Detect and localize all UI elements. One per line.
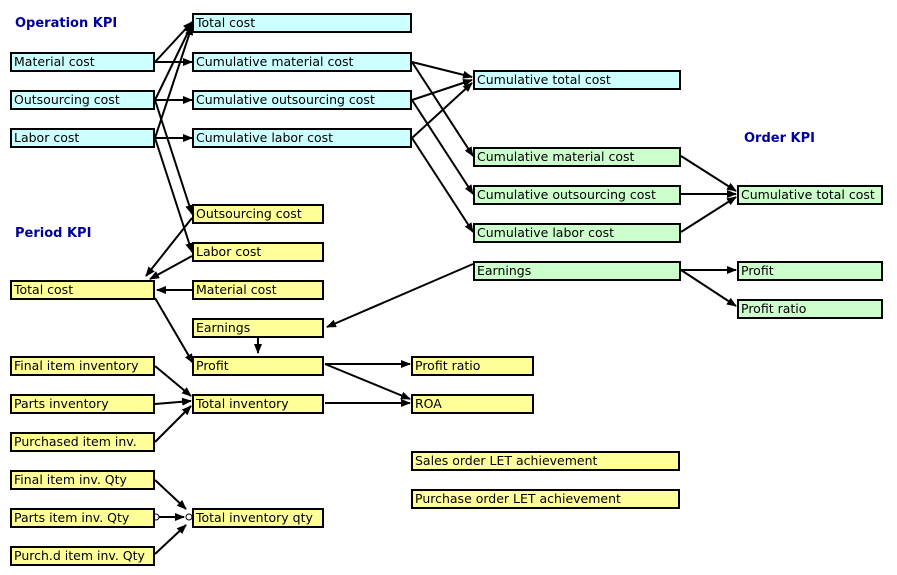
period-labor-cost-box[interactable]: Labor cost [192, 242, 324, 262]
period-purchd-item-inv-qty-box[interactable]: Purch.d item inv. Qty [10, 546, 155, 566]
edge-purchased-inv-to-total-inv [154, 405, 192, 443]
order-earnings-box[interactable]: Earnings [473, 261, 681, 281]
edge-cum-outsourcing-to-cum-total [411, 79, 473, 101]
period-total-inventory-qty-box[interactable]: Total inventory qty [192, 508, 324, 528]
period-outsourcing-cost-box[interactable]: Outsourcing cost [192, 204, 324, 224]
edge-period-labor-to-total [149, 255, 193, 280]
op-total-cost-box[interactable]: Total cost [192, 13, 412, 33]
edge-order-labor-to-order-total [680, 196, 737, 233]
edge-cum-outsourcing-to-order-cum-outsourcing [411, 99, 474, 195]
edge-profit-to-roa [324, 363, 411, 400]
op-outsourcing-cost-box[interactable]: Outsourcing cost [10, 90, 155, 110]
edge-final-item-inv-to-total-inv [154, 365, 192, 397]
op-labor-cost-box[interactable]: Labor cost [10, 128, 155, 148]
period-parts-inventory-box[interactable]: Parts inventory [10, 394, 155, 414]
period-profit-ratio-box[interactable]: Profit ratio [411, 356, 534, 376]
edge-cum-labor-to-order-cum-labor [411, 137, 474, 233]
period-purchase-order-let-box[interactable]: Purchase order LET achievement [411, 489, 680, 509]
period-earnings-box[interactable]: Earnings [192, 318, 324, 338]
order-cum-material-cost-box[interactable]: Cumulative material cost [473, 147, 681, 167]
period-profit-box[interactable]: Profit [192, 356, 324, 376]
edge-order-material-to-order-total [680, 155, 737, 192]
period-total-cost-box[interactable]: Total cost [10, 280, 155, 300]
order-profit-ratio-box[interactable]: Profit ratio [737, 299, 883, 319]
operation-kpi-title: Operation KPI [15, 16, 118, 31]
period-final-item-inv-qty-box[interactable]: Final item inv. Qty [10, 470, 155, 490]
op-cum-labor-cost-box[interactable]: Cumulative labor cost [192, 128, 412, 148]
op-cum-outsourcing-cost-box[interactable]: Cumulative outsourcing cost [192, 90, 412, 110]
order-profit-box[interactable]: Profit [737, 261, 883, 281]
edge-cum-material-to-cum-total [411, 61, 473, 79]
op-material-cost-box[interactable]: Material cost [10, 52, 155, 72]
edge-parts-inv-to-total-inv [154, 397, 192, 406]
edge-order-earnings-to-profit-ratio [680, 269, 737, 307]
edge-outsourcing-to-total [154, 23, 193, 101]
period-parts-item-inv-qty-box[interactable]: Parts item inv. Qty [10, 508, 155, 528]
edge-final-qty-to-total-qty [154, 479, 187, 510]
op-cum-total-cost-box[interactable]: Cumulative total cost [473, 70, 681, 90]
edge-period-outsourcing-to-total [145, 217, 193, 277]
period-roa-box[interactable]: ROA [411, 394, 534, 414]
period-purchased-item-inv-box[interactable]: Purchased item inv. [10, 432, 155, 452]
edge-cum-material-to-order-cum-material [411, 61, 474, 157]
order-cum-outsourcing-cost-box[interactable]: Cumulative outsourcing cost [473, 185, 681, 205]
op-cum-material-cost-box[interactable]: Cumulative material cost [192, 52, 412, 72]
edge-cum-labor-to-cum-total [411, 82, 473, 139]
period-sales-order-let-box[interactable]: Sales order LET achievement [411, 451, 680, 471]
period-kpi-title: Period KPI [15, 226, 92, 241]
edge-purch-qty-to-total-qty [154, 524, 187, 555]
period-material-cost-box[interactable]: Material cost [192, 280, 324, 300]
edge-total-cost-to-profit [154, 297, 194, 364]
period-total-inventory-box[interactable]: Total inventory [192, 394, 324, 414]
edge-labor-to-period-labor [154, 137, 194, 253]
order-cum-total-cost-box[interactable]: Cumulative total cost [737, 185, 883, 205]
edge-outsourcing-to-period-outsourcing [154, 99, 194, 215]
order-kpi-title: Order KPI [744, 131, 815, 146]
edge-order-earnings-to-period-earnings [326, 263, 474, 328]
period-final-item-inventory-box[interactable]: Final item inventory [10, 356, 155, 376]
order-cum-labor-cost-box[interactable]: Cumulative labor cost [473, 223, 681, 243]
